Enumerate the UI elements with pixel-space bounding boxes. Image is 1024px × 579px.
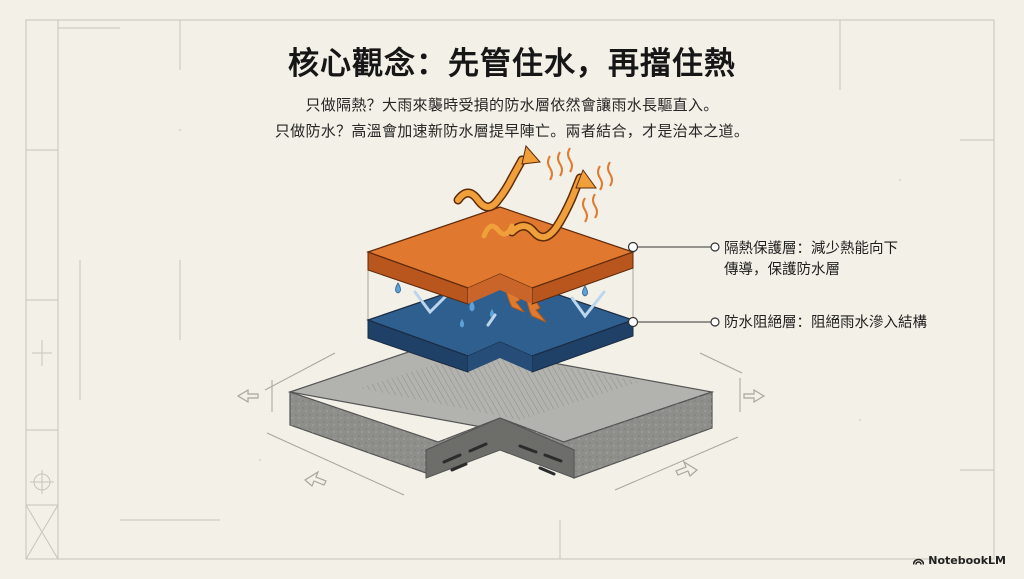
waterproof-layer: [366, 274, 635, 373]
insulation-label-line-1: 隔熱保護層：減少熱能向下: [724, 241, 898, 257]
insulation-label-line-2: 傳導，保護防水層: [724, 262, 840, 278]
subtitle-line-2: 只做防水？高溫會加速新防水層提早陣亡。兩者結合，才是治本之道。: [274, 122, 750, 140]
concrete-slab: [287, 341, 715, 479]
subtitle-line-1: 只做隔熱？大雨來襲時受損的防水層依然會讓雨水長驅直入。: [305, 96, 719, 114]
insulation-layer: [366, 206, 635, 305]
deflect-arrows: [413, 290, 606, 327]
heat-arrow-heads: [521, 144, 597, 189]
water-drops: [395, 282, 588, 329]
notebooklm-logo-icon: [913, 558, 925, 565]
waterproof-layer-label: 防水阻絕層：阻絕雨水滲入結構: [724, 315, 927, 331]
callout-waterproof: [627, 316, 720, 328]
dimension-arrows: [236, 388, 766, 488]
heat-waves: [547, 147, 613, 223]
insulation-layer-label: 隔熱保護層：減少熱能向下 傳導，保護防水層: [724, 239, 934, 281]
brand-name: NotebookLM: [928, 554, 1006, 567]
callout-insulation: [627, 241, 720, 253]
brand-badge: NotebookLM: [913, 554, 1006, 567]
page-title: 核心觀念：先管住水，再擋住熱: [288, 46, 736, 82]
heat-arrows: [453, 155, 585, 242]
